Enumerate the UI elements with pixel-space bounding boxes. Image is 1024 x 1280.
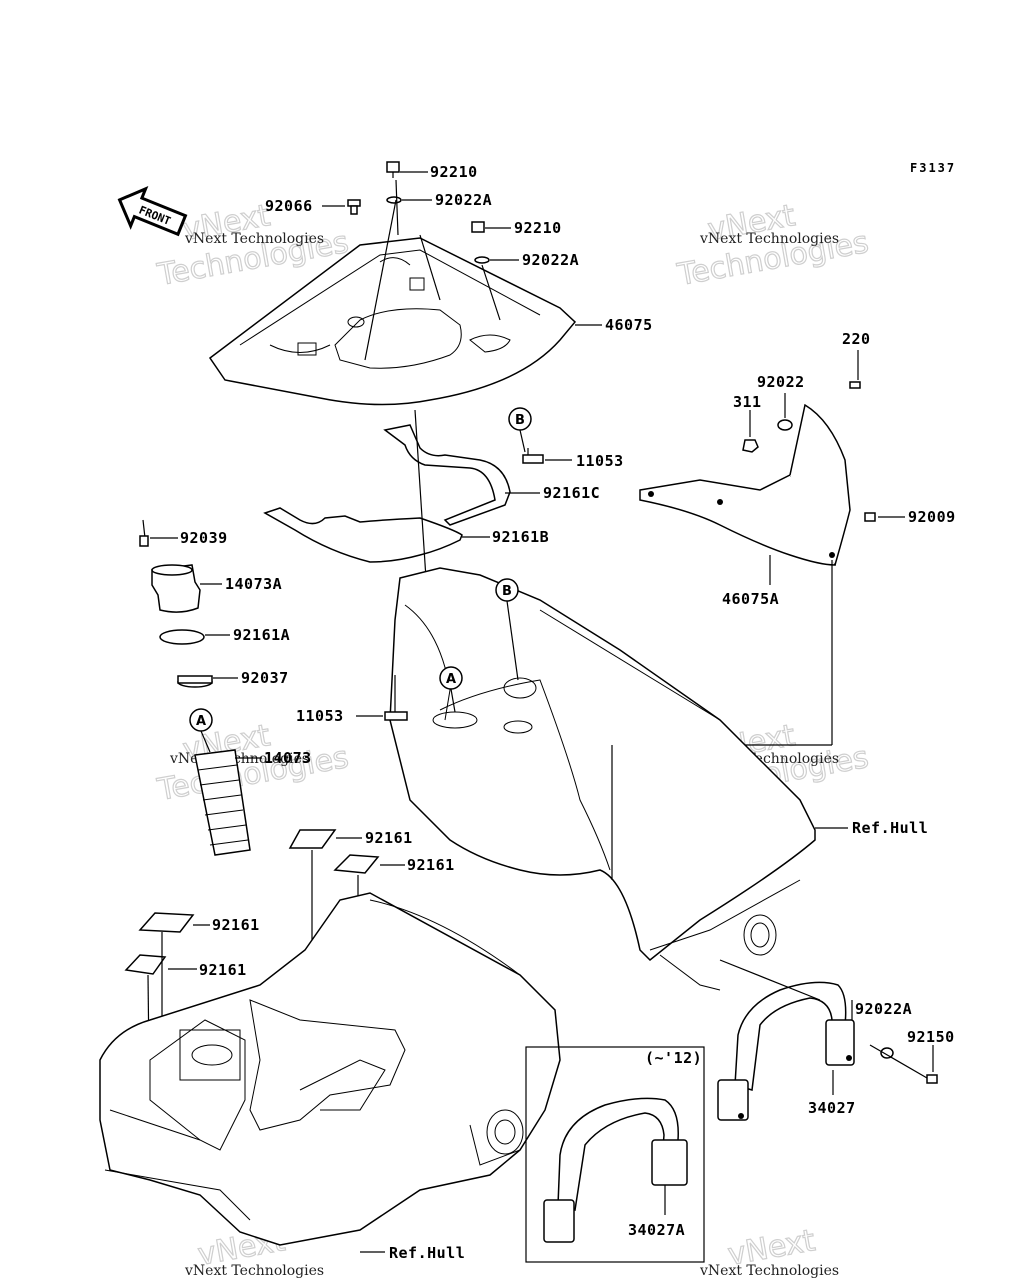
- watermark-group-ml: vNext Technologies vNext Technologies: [154, 718, 352, 809]
- label-46075: 46075: [605, 316, 653, 334]
- storage-cover-46075: [208, 237, 577, 406]
- washer-92022-icon: [777, 419, 793, 431]
- label-92022a-b: 92022A: [522, 251, 579, 269]
- label-ref-hull-a: Ref.Hull: [852, 819, 928, 837]
- label-92022: 92022: [757, 373, 805, 391]
- label-34027a: 34027A: [628, 1221, 685, 1239]
- figure-code: F3137: [910, 161, 956, 175]
- label-92161-d: 92161: [199, 961, 247, 979]
- label-92022a-c: 92022A: [855, 1000, 912, 1018]
- label-92161-a: 92161: [365, 829, 413, 847]
- version-note: (~'12): [645, 1049, 702, 1067]
- label-220: 220: [842, 330, 871, 348]
- gasket-92161b: [263, 507, 463, 563]
- label-14073a: 14073A: [225, 575, 282, 593]
- label-92039: 92039: [180, 529, 228, 547]
- label-92022a-a: 92022A: [435, 191, 492, 209]
- label-11053-a: 11053: [576, 452, 624, 470]
- pad-92161-b-icon: [333, 854, 380, 874]
- handle-34027-icon: [717, 981, 855, 1121]
- watermark-group-tr: vNext Technologies vNext Technologies: [674, 198, 872, 294]
- vent-cap-14073a-icon: [151, 564, 201, 613]
- callout-b-hull-label: B: [502, 584, 512, 599]
- gasket-92161a-icon: [159, 629, 205, 645]
- label-92161-b: 92161: [407, 856, 455, 874]
- callout-a-hull-label: A: [446, 672, 456, 687]
- label-92161b: 92161B: [492, 528, 549, 546]
- label-14073: 14073: [264, 749, 312, 767]
- washer-92022a-c-icon: [880, 1047, 894, 1059]
- callout-a-vent-label: A: [196, 714, 206, 729]
- washer-92022a-b-icon: [474, 256, 490, 264]
- label-92150: 92150: [907, 1028, 955, 1046]
- bolt-92210-a-icon: [386, 161, 400, 178]
- clip-11053-a-icon: [522, 448, 544, 464]
- clip-11053-b-icon: [384, 675, 408, 721]
- label-92210-a: 92210: [430, 163, 478, 181]
- label-92066: 92066: [265, 197, 313, 215]
- bolt-92210-b-icon: [471, 221, 485, 233]
- label-92210-b: 92210: [514, 219, 562, 237]
- handle-34027a-icon: [543, 1097, 688, 1243]
- label-11053-b: 11053: [296, 707, 344, 725]
- washer-92022a-a-icon: [386, 196, 402, 204]
- label-92037: 92037: [241, 669, 289, 687]
- callout-b-top: [508, 407, 532, 431]
- label-46075a: 46075A: [722, 590, 779, 608]
- upper-hull: [389, 567, 816, 991]
- label-92009: 92009: [908, 508, 956, 526]
- clamp-92037-icon: [177, 675, 213, 688]
- label-34027: 34027: [808, 1099, 856, 1117]
- watermark-tagline: vNext Technologies: [699, 231, 839, 247]
- label-311: 311: [733, 393, 762, 411]
- screw-92009-icon: [864, 512, 876, 522]
- label-92161-c: 92161: [212, 916, 260, 934]
- label-92161a: 92161A: [233, 626, 290, 644]
- nut-311-icon: [742, 439, 759, 453]
- vent-hose-14073-icon: [194, 749, 251, 856]
- pad-92161-d-icon: [124, 954, 167, 975]
- pad-92161-a-icon: [288, 829, 337, 849]
- watermark-group-br: vNext vNext Technologies: [699, 1223, 839, 1279]
- version-box: [525, 1046, 705, 1263]
- label-92161c: 92161C: [543, 484, 600, 502]
- screw-92039-icon: [139, 519, 149, 547]
- watermark-tagline: vNext Technologies: [184, 231, 324, 247]
- front-arrow-icon: FRONT: [117, 186, 188, 237]
- watermark-tagline: vNext Technologies: [699, 1263, 839, 1279]
- pad-92161-c-icon: [138, 912, 195, 933]
- gasket-92161c: [383, 424, 511, 526]
- screw-92066-icon: [347, 199, 361, 215]
- lower-hull: [99, 892, 561, 1246]
- cover-46075a: [639, 403, 851, 566]
- screw-220-icon: [849, 381, 861, 389]
- label-ref-hull-b: Ref.Hull: [389, 1244, 465, 1262]
- watermark-tagline: vNext Technologies: [184, 1263, 324, 1279]
- bolt-92150-icon: [869, 1044, 938, 1084]
- callout-b-top-label: B: [515, 413, 525, 428]
